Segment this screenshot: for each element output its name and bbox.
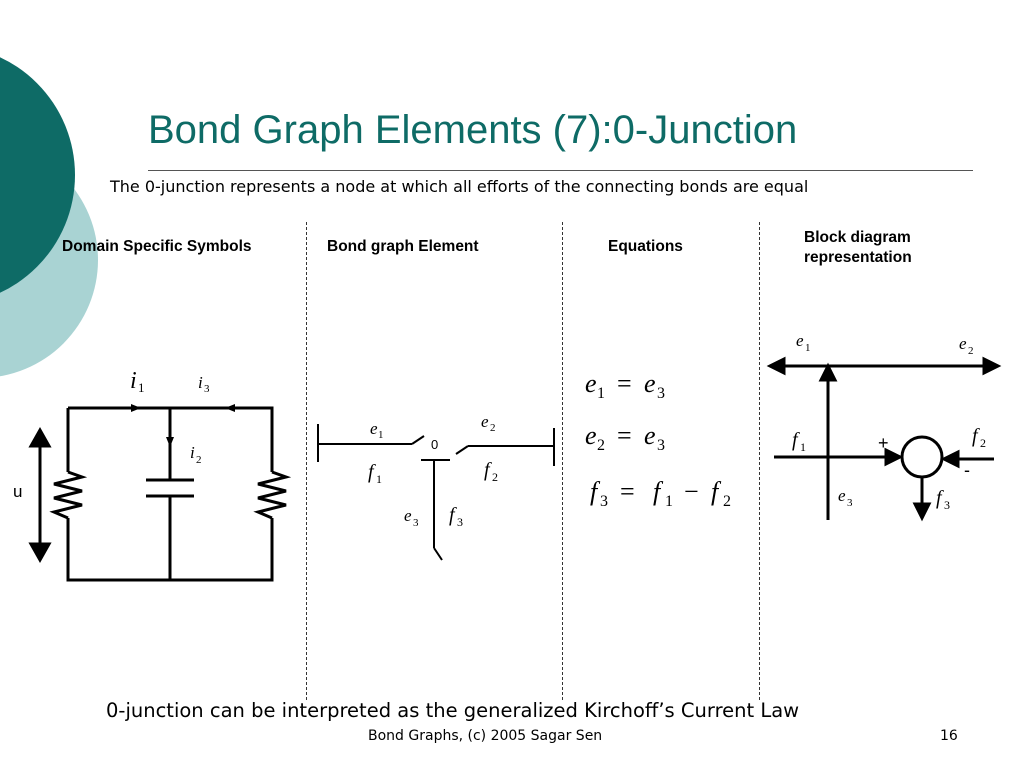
block-e2-sym: e bbox=[959, 334, 967, 353]
current-label-i3-sub: 3 bbox=[204, 383, 210, 395]
dark-teal-circle bbox=[0, 57, 75, 293]
equation-1: e 1 = e 3 bbox=[585, 369, 665, 402]
block-e3-sym: e bbox=[838, 486, 846, 505]
column-header-bond-graph-element: Bond graph Element bbox=[327, 238, 479, 255]
eq1-op: = bbox=[617, 369, 632, 398]
eq2-rhs-sub: 3 bbox=[657, 437, 665, 454]
equation-3: f 3 = f 1 − f 2 bbox=[590, 477, 731, 510]
bond-graph-element bbox=[317, 424, 555, 561]
kcl-note: 0-junction can be interpreted as the gen… bbox=[106, 699, 800, 722]
summing-minus: - bbox=[964, 460, 970, 480]
decorative-circles bbox=[0, 57, 98, 377]
eq1-lhs-sym: e bbox=[585, 369, 597, 398]
eq3-op: = bbox=[620, 477, 635, 506]
block-e2-sub: 2 bbox=[968, 345, 974, 357]
bond-effort-e2-sym: e bbox=[481, 412, 489, 431]
block-f2-sub: 2 bbox=[980, 436, 986, 450]
block-e1-sym: e bbox=[796, 331, 804, 350]
summing-junction bbox=[900, 435, 944, 479]
block-f1-sub: 1 bbox=[800, 440, 806, 454]
block-e3-sub: 3 bbox=[847, 497, 853, 509]
block-f3-sub: 3 bbox=[944, 498, 950, 512]
eq1-lhs-sub: 1 bbox=[597, 385, 605, 402]
eq3-rhs1-sub: 1 bbox=[665, 493, 673, 510]
column-divider-1 bbox=[306, 222, 307, 700]
eq2-op: = bbox=[617, 421, 632, 450]
right-resistor bbox=[253, 470, 292, 520]
column-header-block-diagram-line2: representation bbox=[804, 249, 912, 266]
current-label-i2-sub: 2 bbox=[196, 454, 202, 466]
eq1-rhs-sub: 3 bbox=[657, 385, 665, 402]
eq3-rhs1-sym: f bbox=[653, 477, 664, 506]
block-f2-sym: f bbox=[972, 425, 980, 447]
f3-arrow bbox=[912, 502, 932, 522]
eq3-lhs-sub: 3 bbox=[600, 493, 608, 510]
equation-2: e 2 = e 3 bbox=[585, 421, 665, 454]
f1-arrow bbox=[884, 447, 904, 467]
eq3-lhs-sym: f bbox=[590, 477, 601, 506]
bond-effort-e2-sub: 2 bbox=[490, 422, 496, 434]
column-divider-2 bbox=[562, 222, 563, 700]
eq2-rhs-sym: e bbox=[644, 421, 656, 450]
e3-arrow-up bbox=[818, 362, 838, 382]
eq1-rhs-sym: e bbox=[644, 369, 656, 398]
block-f3-sym: f bbox=[936, 487, 944, 509]
junction-label-0: 0 bbox=[431, 437, 438, 452]
eq2-lhs-sym: e bbox=[585, 421, 597, 450]
bond-effort-e3-sub: 3 bbox=[413, 517, 419, 529]
slide-title: Bond Graph Elements (7):0-Junction bbox=[148, 108, 798, 152]
block-e1-sub: 1 bbox=[805, 342, 811, 354]
bond-effort-e3-sym: e bbox=[404, 506, 412, 525]
current-label-i1-sub: 1 bbox=[138, 380, 145, 395]
eq3-rhs2-sym: f bbox=[711, 477, 722, 506]
summing-plus: + bbox=[878, 433, 889, 453]
title-divider bbox=[148, 170, 973, 171]
current-label-i3-symbol: i bbox=[198, 373, 203, 392]
effort-arrow-right bbox=[982, 356, 1002, 376]
eq2-lhs-sub: 2 bbox=[597, 437, 605, 454]
bond-flow-f3-sym: f bbox=[449, 504, 457, 526]
bond-flow-f2-sub: 2 bbox=[492, 470, 498, 484]
slide-number: 16 bbox=[940, 728, 958, 744]
effort-arrow-left bbox=[766, 356, 786, 376]
column-header-block-diagram-line1: Block diagram bbox=[804, 229, 911, 246]
column-header-domain-symbols: Domain Specific Symbols bbox=[62, 238, 252, 255]
bond-flow-f3-sub: 3 bbox=[457, 515, 463, 529]
bond-flow-f2-sym: f bbox=[484, 459, 492, 481]
eq3-rhs2-sub: 2 bbox=[723, 493, 731, 510]
slide-subtitle: The 0-junction represents a node at whic… bbox=[110, 177, 809, 196]
voltage-arrow-head-down bbox=[28, 542, 52, 564]
bond-flow-f1-sub: 1 bbox=[376, 472, 382, 486]
voltage-arrow-head-up bbox=[28, 426, 52, 448]
block-f1-sym: f bbox=[792, 429, 800, 451]
footer-text: Bond Graphs, (c) 2005 Sagar Sen bbox=[368, 728, 603, 744]
eq3-minus: − bbox=[684, 477, 699, 506]
f2-arrow bbox=[940, 449, 960, 469]
current-label-i1-symbol: i bbox=[130, 368, 137, 394]
current-label-i2-symbol: i bbox=[190, 443, 195, 462]
block-diagram bbox=[766, 356, 1002, 522]
bond-effort-e1-sub: 1 bbox=[378, 429, 384, 441]
left-resistor bbox=[49, 470, 88, 520]
voltage-label-u: u bbox=[13, 482, 22, 501]
column-divider-3 bbox=[759, 222, 760, 700]
bond-flow-f1-sym: f bbox=[368, 461, 376, 483]
column-header-equations: Equations bbox=[608, 238, 683, 255]
bond-effort-e1-sym: e bbox=[370, 419, 378, 438]
